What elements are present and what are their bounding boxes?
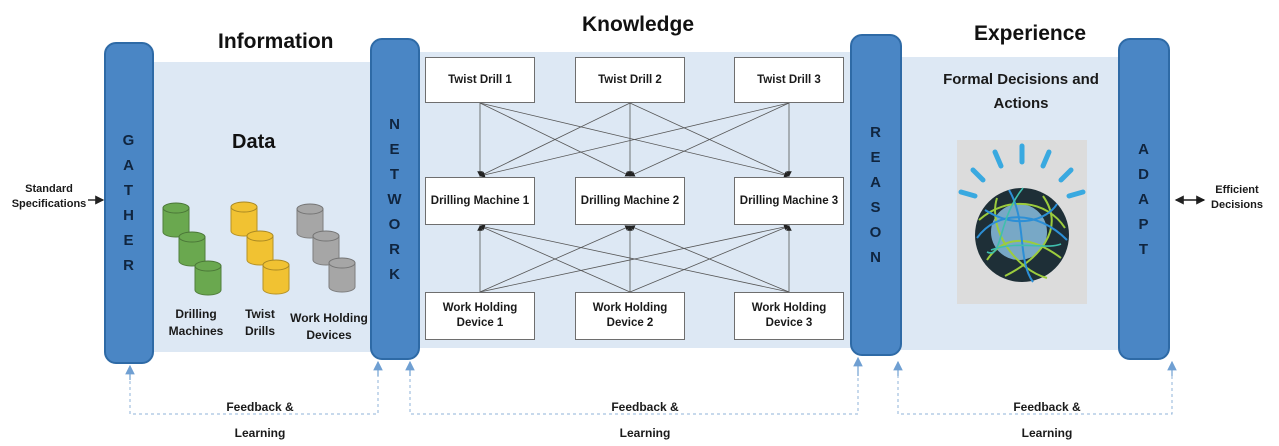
reason-letter: S (870, 199, 882, 216)
node-work-holding-3: Work Holding Device 3 (734, 292, 844, 340)
network-letter: T (389, 165, 401, 183)
network-letter: R (389, 240, 401, 258)
database-cylinder-top (230, 201, 258, 213)
network-letter: E (389, 140, 401, 158)
node-work-holding-2: Work Holding Device 2 (575, 292, 685, 340)
gather-letter: A (123, 157, 135, 174)
adapt-letter: T (1138, 240, 1150, 258)
feedback-label-2: Feedback & Learning (611, 400, 679, 440)
db-label-drilling-machines: Drilling Machines (168, 307, 224, 338)
output-label: Efficient Decisions (1211, 184, 1263, 211)
node-drilling-machine-2: Drilling Machine 2 (575, 177, 685, 225)
db-label-work-holding: Work Holding Devices (290, 311, 368, 342)
reason-letter: N (870, 249, 882, 266)
gather-letter: T (123, 182, 135, 199)
database-cylinder-top (162, 202, 190, 214)
information-heading: Information (218, 30, 334, 53)
node-work-holding-1: Work Holding Device 1 (425, 292, 535, 340)
network-letter: N (389, 115, 401, 133)
adapt-letter: P (1138, 215, 1150, 233)
adapt-letter: D (1138, 165, 1150, 183)
brain-globe-icon (957, 140, 1087, 304)
node-drilling-machine-1: Drilling Machine 1 (425, 177, 535, 225)
feedback-label-1: Feedback & Learning (226, 400, 294, 440)
node-twist-drill-3: Twist Drill 3 (734, 57, 844, 103)
database-cylinder-top (296, 203, 324, 215)
database-cylinder (328, 262, 356, 293)
network-letter: K (389, 265, 401, 283)
reason-letter: A (870, 174, 882, 191)
node-twist-drill-2: Twist Drill 2 (575, 57, 685, 103)
adapt-letter: A (1138, 140, 1150, 158)
database-cylinder-top (312, 230, 340, 242)
knowledge-heading: Knowledge (582, 13, 695, 36)
data-heading: Data (232, 131, 276, 153)
gather-letter: E (123, 232, 135, 249)
database-cylinder (194, 265, 222, 296)
node-drilling-machine-3: Drilling Machine 3 (734, 177, 844, 225)
formal-decisions-heading: Formal Decisions and Actions (943, 71, 1099, 112)
network-letter: O (388, 215, 402, 233)
database-cylinder-top (328, 257, 356, 269)
database-cylinder (262, 264, 290, 295)
database-cylinder-top (178, 231, 206, 243)
experience-heading: Experience (974, 22, 1087, 45)
gather-letter: G (122, 132, 136, 149)
database-cylinder-top (262, 259, 290, 271)
gather-letter: H (123, 207, 135, 224)
database-cylinder-top (246, 230, 274, 242)
reason-letter: O (869, 224, 883, 241)
node-twist-drill-1: Twist Drill 1 (425, 57, 535, 103)
database-cylinder-top (194, 260, 222, 272)
adapt-letter: A (1138, 190, 1150, 208)
input-label: Standard Specifications (11, 183, 87, 210)
db-label-twist-drills: Twist Drills (244, 307, 275, 338)
network-letter: W (387, 190, 403, 208)
reason-letter: R (870, 124, 882, 141)
reason-letter: E (870, 149, 882, 166)
feedback-label-3: Feedback & Learning (1013, 400, 1081, 440)
gather-letter: R (123, 257, 135, 274)
